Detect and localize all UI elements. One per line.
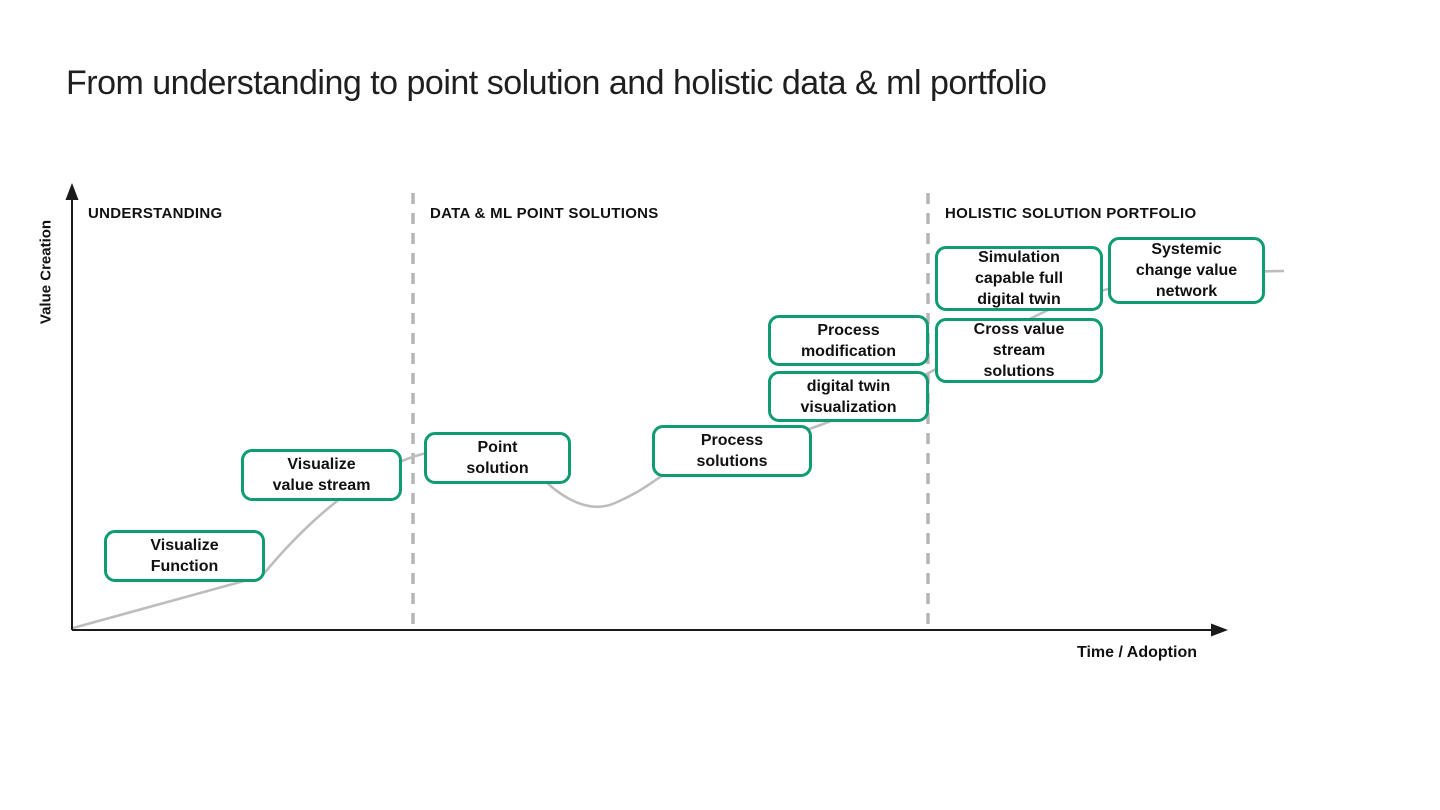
milestone-systemic-change-value-network: Systemic change value network (1108, 237, 1265, 304)
time-axis-arrow-icon (1211, 623, 1228, 637)
milestone-point-solution: Point solution (424, 432, 571, 484)
page-title: From understanding to point solution and… (66, 64, 1047, 102)
y-axis-label: Value Creation (37, 219, 55, 325)
x-axis-label: Time / Adoption (1077, 644, 1197, 661)
phase-label-data-ml-point-solutions: DATA & ML POINT SOLUTIONS (430, 205, 659, 222)
phase-label-holistic-solution-portfolio: HOLISTIC SOLUTION PORTFOLIO (945, 205, 1197, 222)
value-axis-arrow-icon (65, 183, 79, 200)
phase-label-understanding: UNDERSTANDING (88, 205, 223, 222)
milestone-digital-twin-visualization: digital twin visualization (768, 371, 929, 422)
milestone-cross-value-stream-solutions: Cross value stream solutions (935, 318, 1103, 383)
milestone-process-modification: Process modification (768, 315, 929, 366)
milestone-visualize-function: Visualize Function (104, 530, 265, 582)
milestone-simulation-capable-full-digital-twin: Simulation capable full digital twin (935, 246, 1103, 311)
milestone-process-solutions: Process solutions (652, 425, 812, 477)
milestone-visualize-value-stream: Visualize value stream (241, 449, 402, 501)
